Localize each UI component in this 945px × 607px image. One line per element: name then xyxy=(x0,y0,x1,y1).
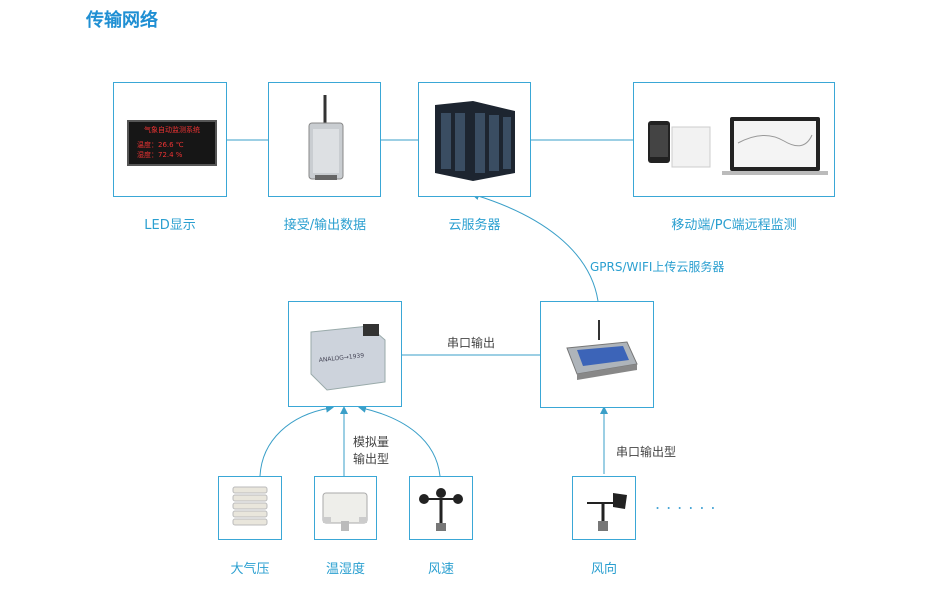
node-transceiver xyxy=(268,82,381,197)
edge-label-serial-type: 串口输出型 xyxy=(616,445,677,459)
edge-pressure-analog xyxy=(259,404,334,477)
edge-label-analog-line1: 模拟量 xyxy=(353,435,390,449)
node-remote-monitor xyxy=(633,82,835,197)
led-screen: 气象自动监测系统 温度：26.6 ℃ 湿度：72.4 % xyxy=(127,120,217,166)
node-led-display: 气象自动监测系统 温度：26.6 ℃ 湿度：72.4 % xyxy=(113,82,227,197)
label-wind-direction: 风向 xyxy=(590,562,617,577)
edge-label-serial: 串口输出 xyxy=(447,336,496,350)
node-wind-direction-sensor xyxy=(572,476,636,540)
wind-vane-icon xyxy=(587,493,627,531)
data-logger-icon xyxy=(566,320,638,380)
edge-label-analog-line2: 输出型 xyxy=(353,452,390,466)
led-screen-line1: 温度：26.6 ℃ xyxy=(137,141,184,149)
node-temp-humidity-sensor xyxy=(314,476,377,540)
node-pressure-sensor xyxy=(218,476,282,540)
transceiver-icon xyxy=(308,95,344,180)
node-analog-module: ANALOG→1939 xyxy=(288,301,402,407)
label-pressure: 大气压 xyxy=(230,562,270,577)
node-data-logger xyxy=(540,301,654,408)
edge-logger-server xyxy=(471,192,599,302)
label-led: LED显示 xyxy=(144,218,196,233)
temp-humidity-box-icon xyxy=(322,492,368,531)
analog-device-text: ANALOG→1939 xyxy=(318,352,364,364)
analog-module-icon: ANALOG→1939 xyxy=(310,324,386,391)
anemometer-icon xyxy=(419,488,463,531)
node-cloud-server xyxy=(418,82,531,197)
label-remote-monitor: 移动端/PC端远程监测 xyxy=(671,218,797,233)
pressure-shield-icon xyxy=(232,486,268,526)
label-transceiver: 接受/输出数据 xyxy=(283,218,367,233)
devices-icon xyxy=(648,117,828,175)
server-rack-icon xyxy=(435,101,515,181)
page-title: 传输网络 xyxy=(86,10,158,31)
label-temp-humidity: 温湿度 xyxy=(325,562,365,577)
edge-windspeed-analog xyxy=(358,405,441,477)
label-cloud-server: 云服务器 xyxy=(448,218,501,233)
more-sensors-ellipsis: ...... xyxy=(655,494,722,513)
led-screen-line2: 湿度：72.4 % xyxy=(137,151,183,159)
node-wind-speed-sensor xyxy=(409,476,473,540)
edge-label-upload: GPRS/WIFI上传云服务器 xyxy=(590,260,725,274)
led-screen-title: 气象自动监测系统 xyxy=(144,126,200,134)
label-wind-speed: 风速 xyxy=(427,562,454,577)
